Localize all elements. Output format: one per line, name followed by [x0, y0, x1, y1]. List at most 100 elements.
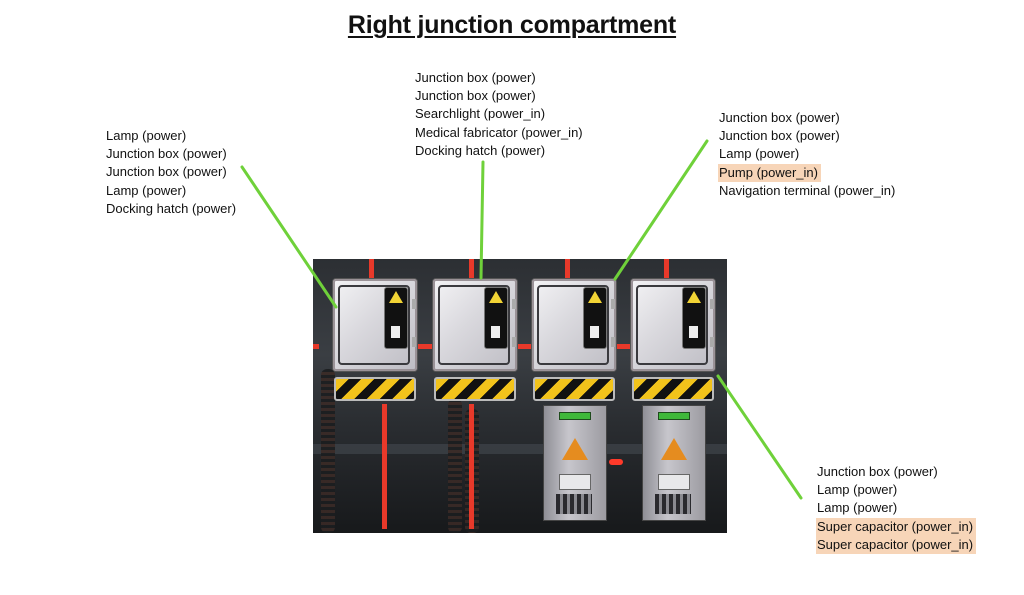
status-window: [682, 287, 706, 349]
connection-item: Lamp (power): [817, 481, 976, 499]
status-window: [484, 287, 508, 349]
connection-label: Junction box (power): [719, 128, 840, 144]
connection-item: Junction box (power): [817, 463, 976, 481]
connection-label: Lamp (power): [817, 482, 898, 498]
junction-box[interactable]: [433, 279, 517, 371]
junction-box-door: [537, 285, 609, 365]
connection-label: Lamp (power): [106, 182, 187, 198]
super-capacitor[interactable]: [642, 405, 706, 521]
power-cable: [382, 404, 387, 529]
hinge: [710, 299, 714, 309]
power-cable: [565, 259, 570, 281]
warning-icon: [489, 291, 503, 303]
status-window: [384, 287, 408, 349]
connection-label: Junction box (power): [719, 110, 840, 125]
connection-label: Docking hatch (power): [106, 200, 237, 216]
connection-label-highlighted: Super capacitor (power_in): [816, 517, 977, 536]
switch-icon: [391, 326, 400, 338]
super-capacitor[interactable]: [543, 405, 607, 521]
junction-box-door: [438, 285, 510, 365]
power-cable: [369, 259, 374, 281]
high-voltage-icon: [562, 438, 588, 460]
switch-icon: [590, 326, 599, 338]
connection-list-box-4: Junction box (power) Lamp (power) Lamp (…: [816, 463, 977, 555]
page-title: Right junction compartment: [347, 11, 677, 39]
hinge: [512, 337, 516, 347]
connector-line-box-4: [716, 374, 803, 500]
charge-indicator: [559, 412, 591, 420]
high-voltage-icon: [661, 438, 687, 460]
connection-label-highlighted: Pump (power_in): [718, 163, 821, 182]
power-cable: [416, 344, 432, 349]
connection-item: Lamp (power): [106, 127, 236, 145]
warning-icon: [389, 291, 403, 303]
power-cable: [617, 344, 631, 349]
connection-label: Lamp (power): [817, 500, 898, 516]
switch-icon: [689, 326, 698, 338]
connection-list-box-3: Junction box (power) Junction box (power…: [718, 109, 895, 200]
power-cable: [664, 259, 669, 281]
wall-band: [313, 444, 727, 454]
status-window: [583, 287, 607, 349]
power-cable: [469, 259, 474, 281]
connection-label: Junction box (power): [415, 70, 536, 85]
connection-item: Lamp (power): [106, 182, 236, 200]
connection-item: Lamp (power): [719, 145, 895, 163]
switch-icon: [491, 326, 500, 338]
connection-label: Lamp (power): [106, 128, 187, 143]
hinge: [412, 299, 416, 309]
cable-bundle: [448, 399, 462, 533]
connection-item: Navigation terminal (power_in): [719, 182, 895, 200]
connection-item: Junction box (power): [106, 145, 236, 163]
power-cable: [518, 344, 533, 349]
red-indicator-light: [609, 459, 623, 465]
connection-item: Docking hatch (power): [415, 142, 583, 160]
connection-item: Pump (power_in): [718, 163, 895, 182]
connection-item: Junction box (power): [719, 109, 895, 127]
connection-item: Lamp (power): [817, 499, 976, 517]
connection-label: Lamp (power): [719, 146, 800, 162]
hazard-stripe: [632, 377, 714, 401]
connection-label: Junction box (power): [106, 164, 227, 180]
power-cable: [313, 344, 319, 349]
connection-item: Medical fabricator (power_in): [415, 124, 583, 142]
junction-box-door: [338, 285, 410, 365]
connection-list-box-2: Junction box (power) Junction box (power…: [415, 69, 583, 160]
power-cable: [469, 404, 474, 529]
hazard-stripe: [533, 377, 615, 401]
connection-item: Super capacitor (power_in): [816, 535, 977, 555]
cable-bundle: [321, 369, 335, 533]
junction-box[interactable]: [631, 279, 715, 371]
connection-label: Medical fabricator (power_in): [415, 124, 583, 140]
connection-item: Super capacitor (power_in): [816, 517, 977, 536]
connection-label: Searchlight (power_in): [415, 106, 546, 122]
hazard-stripe: [334, 377, 416, 401]
junction-compartment-illustration: [313, 259, 727, 533]
connection-item: Searchlight (power_in): [415, 105, 583, 123]
connection-list-box-1: Lamp (power) Junction box (power) Juncti…: [106, 127, 236, 218]
connection-item: Junction box (power): [719, 127, 895, 145]
gauge-icon: [658, 474, 690, 490]
connection-label: Navigation terminal (power_in): [719, 182, 896, 198]
connection-item: Junction box (power): [106, 163, 236, 181]
hinge: [412, 337, 416, 347]
charge-indicator: [658, 412, 690, 420]
connection-label: Docking hatch (power): [415, 142, 546, 158]
hinge: [512, 299, 516, 309]
connection-label-highlighted: Super capacitor (power_in): [816, 535, 977, 555]
vent: [556, 494, 592, 514]
hinge: [611, 337, 615, 347]
connection-item: Docking hatch (power): [106, 200, 236, 218]
hinge: [710, 337, 714, 347]
connection-label: Junction box (power): [415, 88, 536, 104]
junction-box-door: [636, 285, 708, 365]
warning-icon: [687, 291, 701, 303]
gauge-icon: [559, 474, 591, 490]
hazard-stripe: [434, 377, 516, 401]
hinge: [611, 299, 615, 309]
connection-item: Junction box (power): [415, 87, 583, 105]
vent: [655, 494, 691, 514]
junction-box[interactable]: [333, 279, 417, 371]
junction-box[interactable]: [532, 279, 616, 371]
connection-item: Junction box (power): [415, 69, 583, 87]
